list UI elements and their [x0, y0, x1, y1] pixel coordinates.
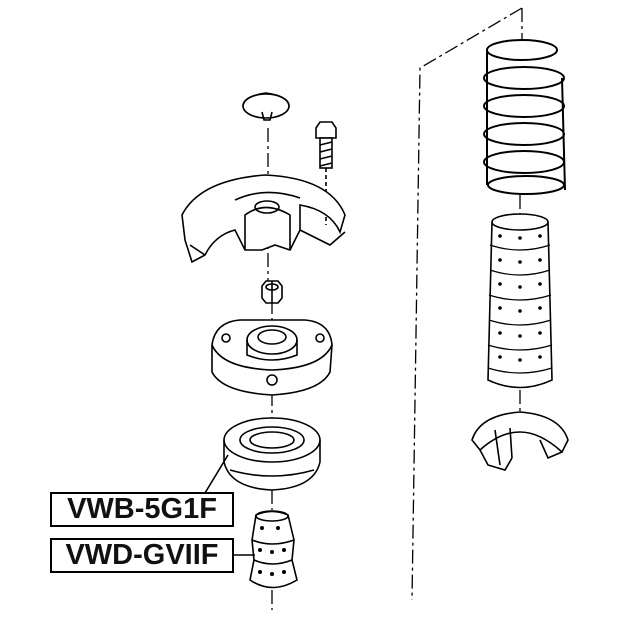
assembly-boundary-dashed: [267, 7, 523, 610]
dust-shield: [181, 174, 346, 264]
spring-seat: [471, 411, 569, 471]
strut-mount: [211, 319, 333, 396]
nut: [261, 280, 283, 304]
leader-line-bearing: [204, 454, 229, 494]
bump-stop-part-label: VWD-GVIIF: [50, 538, 234, 573]
bump-stop: [249, 510, 298, 589]
bearing-part-label: VWB-5G1F: [50, 492, 234, 527]
strut-bearing: [223, 417, 321, 491]
top-cap: [242, 92, 290, 121]
protective-boot: [487, 213, 553, 389]
boot-perforations: [498, 234, 542, 362]
coil-spring: [483, 39, 566, 195]
bolt: [315, 121, 337, 225]
